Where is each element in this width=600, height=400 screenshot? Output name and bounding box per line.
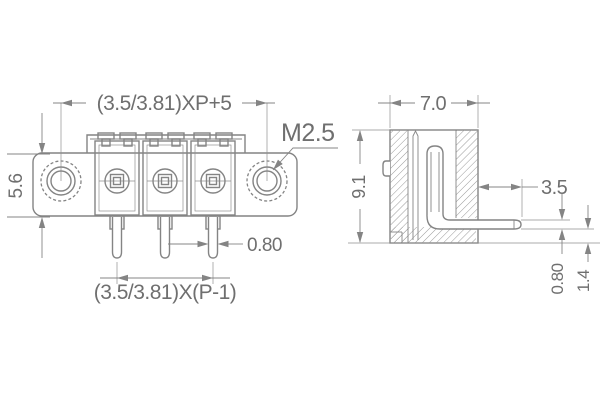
dim-pin-projection: 3.5 <box>541 177 568 199</box>
latch-bump <box>382 160 390 177</box>
solder-pin <box>207 217 219 259</box>
dimension-pin-thickness: 0.80 <box>548 194 567 295</box>
left-wall-hatch <box>390 130 408 243</box>
dim-body-height: 5.6 <box>6 174 27 199</box>
dimension-pin-standoff: 1.4 <box>574 205 593 292</box>
bottom-wall-hatch <box>391 227 476 243</box>
dimension-bottom-pitch: (3.5/3.81)X(P-1) <box>94 262 237 304</box>
bent-solder-pin <box>426 145 522 230</box>
solder-pin <box>111 217 123 259</box>
terminal-module <box>190 132 236 216</box>
front-view: (3.5/3.81)XP+5 M2.5 5.6 (3.5/3.81)X(P-1) <box>6 92 338 304</box>
solder-pins-front <box>109 215 221 259</box>
dimension-body-height: 5.6 <box>6 113 50 258</box>
dim-thread-label: M2.5 <box>281 119 335 147</box>
dimension-pin-width: 0.80 <box>168 235 282 256</box>
dim-side-height: 9.1 <box>349 175 369 199</box>
callout-thread: M2.5 <box>270 119 338 173</box>
solder-pin <box>159 217 171 259</box>
terminal-module <box>94 132 140 216</box>
dimension-side-width: 7.0 <box>378 93 490 128</box>
dim-pin-thickness: 0.80 <box>548 263 567 294</box>
dim-pin-width: 0.80 <box>247 235 282 256</box>
dimension-side-height: 9.1 <box>349 129 390 243</box>
dim-pin-standoff: 1.4 <box>574 270 593 292</box>
terminal-module <box>142 132 188 216</box>
dimension-pin-projection: 3.5 <box>478 177 568 217</box>
right-wall-hatch <box>456 130 478 218</box>
terminal-modules <box>94 132 236 216</box>
dimension-top-pitch: (3.5/3.81)XP+5 <box>53 92 275 181</box>
dim-top-pitch: (3.5/3.81)XP+5 <box>97 92 232 115</box>
dim-side-width: 7.0 <box>420 93 447 115</box>
side-view: 7.0 9.1 3.5 0.80 <box>348 93 600 295</box>
dim-bottom-pitch: (3.5/3.81)X(P-1) <box>94 281 237 304</box>
contact-slot <box>412 129 419 240</box>
